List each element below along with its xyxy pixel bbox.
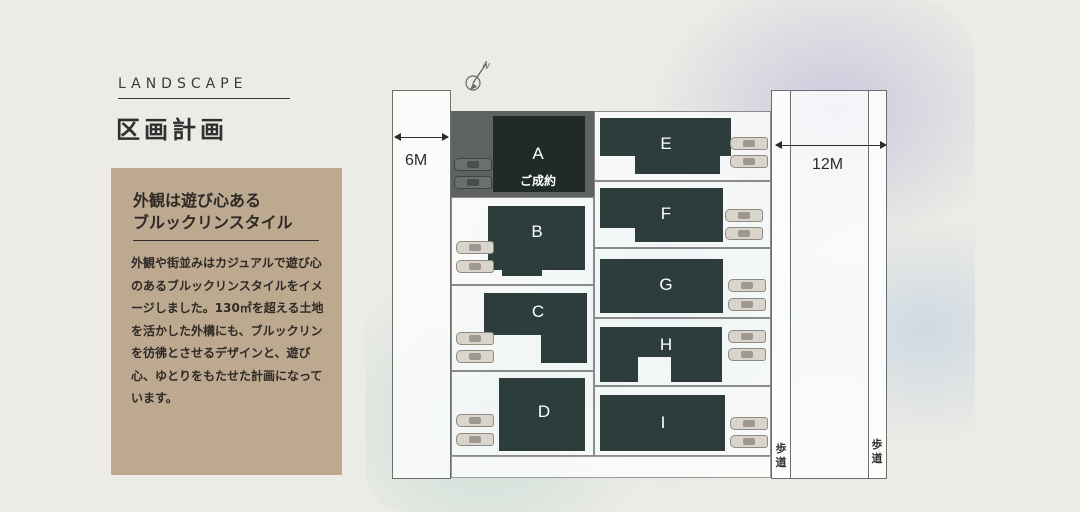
building-H [600, 327, 722, 357]
car-icon [728, 348, 766, 361]
building-H-wing-right [671, 355, 722, 382]
car-icon [728, 279, 766, 292]
building-D [499, 378, 585, 451]
road-west [392, 90, 451, 479]
car-icon [456, 350, 494, 363]
lot-H[interactable]: H [594, 318, 771, 386]
lot-label-F: F [660, 204, 672, 223]
lot-label-B: B [531, 222, 543, 241]
page-title: 区画計画 [116, 116, 228, 144]
building-C-wing [541, 331, 587, 363]
lot-I[interactable]: I [594, 386, 771, 456]
building-F-wing [635, 224, 723, 242]
car-icon [730, 417, 768, 430]
road-west-width: 6M [405, 152, 428, 169]
lot-label-A: A [532, 144, 544, 163]
sold-badge-A: ご成約 [519, 174, 556, 188]
car-icon [730, 435, 768, 448]
concept-body: 外観や街並みはカジュアルで遊び心のあるブルックリンスタイルをイメージしました。1… [131, 256, 324, 405]
lot-label-D: D [537, 402, 551, 421]
concept-heading: 外観は遊び心ある ブルックリンスタイル [133, 190, 319, 241]
car-icon [454, 158, 492, 171]
building-B [488, 206, 585, 270]
building-I [600, 395, 725, 451]
sidewalk-left [771, 90, 791, 479]
road-internal [451, 456, 771, 478]
lot-label-C: C [531, 302, 545, 321]
lot-A[interactable]: A ご成約 [451, 111, 594, 197]
north-arrow-icon: N [465, 60, 491, 91]
lot-label-H: H [659, 335, 673, 354]
car-icon [456, 332, 494, 345]
car-icon [725, 227, 763, 240]
building-C [484, 293, 587, 335]
road-west-dimension-arrow [394, 133, 449, 141]
lot-C[interactable]: C [451, 285, 594, 371]
car-icon [454, 176, 492, 189]
lot-label-G: G [659, 275, 673, 294]
car-icon [728, 298, 766, 311]
building-G [600, 259, 723, 313]
lot-label-I: I [660, 413, 666, 432]
car-icon [456, 260, 494, 273]
road-east-dimension-arrow [775, 141, 887, 149]
lot-E[interactable]: E [594, 111, 771, 181]
car-icon [728, 330, 766, 343]
lot-D[interactable]: D [451, 371, 594, 456]
car-icon [725, 209, 763, 222]
building-A [493, 116, 585, 192]
lot-B[interactable]: B [451, 197, 594, 285]
lot-G[interactable]: G [594, 248, 771, 318]
building-E [600, 118, 731, 156]
sidewalk-label-left: 歩道 [775, 442, 787, 469]
concept-heading-line1: 外観は遊び心ある [133, 191, 262, 210]
concept-box: 外観は遊び心ある ブルックリンスタイル 外観や街並みはカジュアルで遊び心のあるブ… [111, 168, 342, 475]
north-label: N [480, 60, 491, 72]
building-E-wing [635, 152, 720, 174]
sidewalk-right [868, 90, 887, 479]
car-icon [730, 137, 768, 150]
building-F [600, 188, 723, 228]
lot-F[interactable]: F [594, 181, 771, 248]
concept-heading-line2: ブルックリンスタイル [133, 213, 293, 232]
sidewalk-label-right: 歩道 [871, 438, 883, 465]
building-B-wing [502, 266, 542, 276]
road-east-width: 12M [812, 156, 844, 173]
building-H-wing-left [600, 355, 638, 382]
section-eyebrow: LANDSCAPE [118, 76, 290, 99]
car-icon [456, 241, 494, 254]
car-icon [730, 155, 768, 168]
lot-label-E: E [660, 134, 672, 153]
car-icon [456, 414, 494, 427]
car-icon [456, 433, 494, 446]
